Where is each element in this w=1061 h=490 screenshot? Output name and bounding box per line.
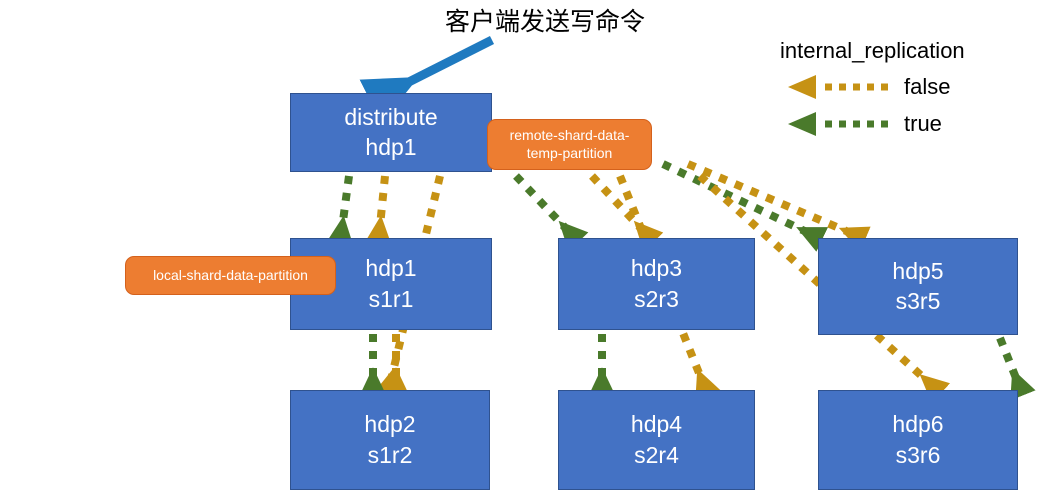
tag-remote-label: remote-shard-data- temp-partition [510,127,630,161]
edge-distribute-to-hdp3-true [513,173,589,252]
legend-row-false: false [780,73,1055,101]
node-hdp5-line1: hdp5 [892,257,944,284]
edge-distribute-to-hdp1-false [364,175,392,246]
page-title: 客户端发送写命令 [444,7,645,36]
legend-swatch-true [788,112,888,136]
node-hdp1-line1: hdp1 [365,255,417,282]
tag-local-label: local-shard-data-partition [153,266,308,283]
node-hdp5-line2: s3r5 [895,288,941,314]
legend-swatch-false [788,75,888,99]
node-hdp4[interactable]: hdp4 s2r4 [558,390,755,490]
node-hdp3-line2: s2r3 [634,285,679,312]
legend-label-false: false [904,74,951,99]
node-hdp6[interactable]: hdp6 s3r6 [818,390,1018,490]
tag-local-shard-data-partition[interactable]: local-shard-data-partition [125,256,336,295]
tag-remote-line2: temp-partition [526,144,613,161]
node-hdp6-line2: s3r6 [895,441,941,468]
edge-distribute-to-hdp6-false [697,173,951,404]
node-hdp1-line2: s1r1 [368,285,414,312]
node-hdp2[interactable]: hdp2 s1r2 [290,390,490,490]
node-hdp4-line1: hdp4 [630,411,683,438]
legend-row-true: true [780,110,1055,138]
node-hdp2-line2: s1r2 [367,441,413,468]
tag-remote-line1: remote-shard-data- [509,127,630,144]
node-distribute-line1: distribute [344,103,438,130]
legend-label-true: true [904,111,942,136]
edge-distribute-to-hdp4-false [616,174,721,401]
legend-title: internal_replication [780,38,965,63]
node-hdp6-line1: hdp6 [892,411,944,438]
edge-client-to-distribute [359,35,495,123]
node-hdp3[interactable]: hdp3 s2r3 [558,238,755,330]
edge-hdp5-to-hdp6-true [996,336,1036,401]
node-hdp2-line1: hdp2 [364,411,416,438]
node-hdp5[interactable]: hdp5 s3r5 [818,238,1018,335]
edge-distribute-to-hdp1-true [326,175,354,246]
tag-remote-shard-data-temp-partition[interactable]: remote-shard-data- temp-partition [487,119,652,170]
node-distribute[interactable]: distribute hdp1 [290,93,492,172]
edge-distribute-to-hdp5-true [661,160,829,252]
legend: internal_replication false true [780,38,1055,138]
node-hdp3-line1: hdp3 [630,255,683,282]
node-hdp4-line2: s2r4 [634,441,679,468]
edge-distribute-to-hdp5-false [686,160,871,252]
node-distribute-line2: hdp1 [365,134,417,160]
